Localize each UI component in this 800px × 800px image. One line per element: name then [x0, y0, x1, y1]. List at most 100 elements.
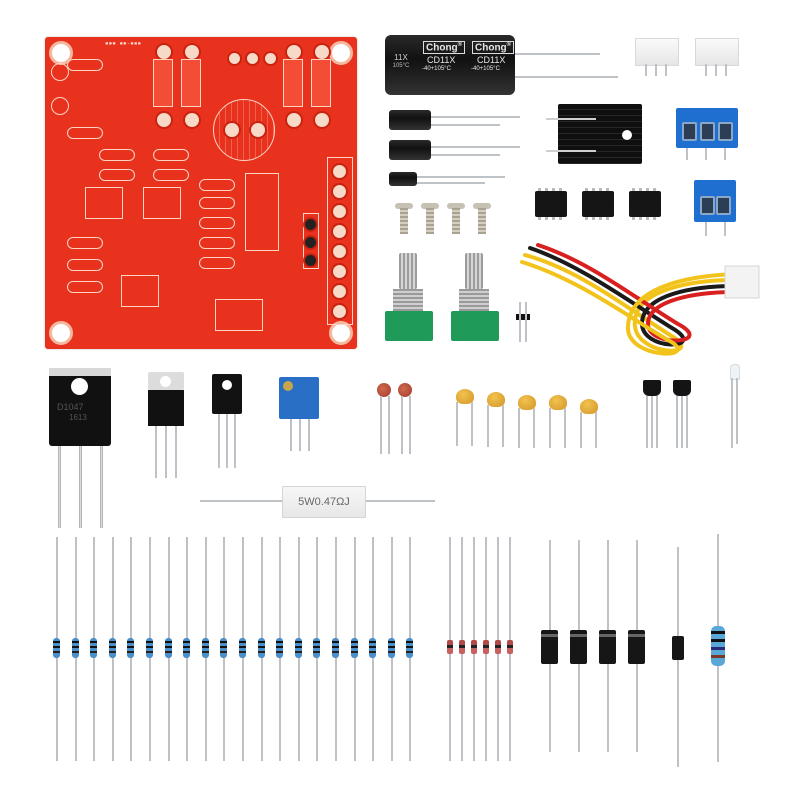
- transistor-leg: [175, 426, 177, 478]
- pad: [331, 303, 348, 320]
- metal-film-resistor: [108, 638, 116, 658]
- mounting-hole: [222, 380, 232, 390]
- dip8-ic: [582, 188, 614, 220]
- to92-transistor: [643, 380, 661, 396]
- metal-film-resistor: [313, 638, 321, 658]
- small-diode: [672, 636, 684, 660]
- pin: [299, 419, 301, 451]
- metal-film-resistor: [257, 638, 265, 658]
- silkscreen: [153, 169, 189, 181]
- potentiometer-body: [451, 311, 499, 341]
- pad: [331, 283, 348, 300]
- metal-film-resistor: [146, 638, 153, 658]
- ceramic-capacitor: [377, 383, 391, 397]
- silkscreen: [67, 127, 103, 139]
- pad: [331, 223, 348, 240]
- screw: [478, 208, 486, 234]
- monolithic-capacitor: [487, 392, 505, 407]
- zener-diode: [495, 640, 501, 654]
- capacitor-brand-label: Chong®: [423, 41, 466, 55]
- pin: [724, 148, 726, 160]
- monolithic-capacitor: [518, 395, 536, 410]
- pad: [303, 253, 318, 268]
- silkscreen: [153, 149, 189, 161]
- transistor-leg: [686, 396, 688, 448]
- lead: [456, 402, 458, 446]
- lead: [518, 408, 520, 448]
- metal-film-resistor: [201, 638, 209, 658]
- screw: [426, 208, 434, 234]
- lead: [564, 408, 566, 448]
- silkscreen: [67, 59, 103, 71]
- metal-film-resistor: [239, 638, 246, 658]
- trimmer-potentiometer: [279, 377, 319, 419]
- screw: [400, 208, 408, 234]
- pcb-board: ▪▪▪ ▪▪-▪▪▪: [45, 37, 357, 349]
- terminal-screw: [700, 196, 715, 215]
- lead: [420, 124, 500, 126]
- pin: [724, 222, 726, 236]
- large-electrolytic-capacitor: 11X 105°C Chong® CD11X -40+105°C Chong® …: [385, 35, 515, 95]
- potentiometer-bushing: [459, 289, 489, 311]
- metal-film-resistor: [220, 638, 228, 658]
- screw-head: [447, 203, 465, 209]
- lead: [410, 182, 485, 184]
- wire-connector: [724, 265, 760, 299]
- metal-film-resistor: [90, 638, 98, 658]
- screw: [452, 208, 460, 234]
- pad: [263, 51, 278, 66]
- terminal-footprint: [327, 157, 353, 325]
- capacitor-model: CD11X: [427, 55, 456, 65]
- silkscreen: [51, 63, 69, 81]
- dip8-ic: [535, 188, 567, 220]
- screw-head: [473, 203, 491, 209]
- transistor-leg: [79, 446, 82, 528]
- pcb-silkscreen-text: ▪▪▪ ▪▪-▪▪▪: [105, 40, 142, 47]
- tab: [49, 368, 111, 376]
- pad: [285, 111, 303, 129]
- zener-diode: [447, 640, 453, 654]
- metal-film-resistor: [164, 638, 172, 658]
- lead: [420, 116, 520, 118]
- metal-film-resistor: [350, 638, 358, 658]
- mounting-hole: [160, 376, 171, 387]
- mounting-hole: [71, 378, 88, 395]
- transistor-leg: [165, 426, 167, 478]
- heatsink: [558, 104, 642, 164]
- transistor-leg: [226, 414, 228, 468]
- connector-housing: [635, 38, 679, 66]
- capacitor-lead: [500, 76, 618, 78]
- mounting-hole: [329, 321, 353, 345]
- capacitor-partial-model: 11X: [394, 53, 408, 62]
- pad: [331, 163, 348, 180]
- silkscreen: [199, 257, 235, 269]
- pin: [715, 64, 717, 76]
- silkscreen: [215, 299, 263, 331]
- screw-terminal-3pin: [676, 108, 738, 148]
- silkscreen: [181, 59, 201, 107]
- lead: [420, 154, 500, 156]
- lead: [736, 378, 738, 444]
- monolithic-capacitor: [456, 389, 474, 404]
- heatsink-pin: [546, 118, 596, 120]
- ic-footprint: [143, 187, 181, 219]
- pad: [331, 263, 348, 280]
- screw-terminal-2pin: [694, 180, 736, 222]
- to220-regulator: [148, 390, 184, 426]
- pad: [303, 217, 318, 232]
- potentiometer-body: [385, 311, 433, 341]
- zener-diode: [459, 640, 465, 654]
- small-electrolytic-capacitor: [389, 110, 431, 130]
- metal-film-resistor: [369, 638, 377, 658]
- lead: [487, 405, 489, 447]
- pad: [313, 111, 331, 129]
- rectifier-diode: [541, 630, 558, 664]
- dip8-ic: [629, 188, 661, 220]
- metal-film-resistor: [183, 638, 191, 658]
- terminal-screw: [718, 122, 733, 141]
- metal-film-resistor: [294, 638, 302, 658]
- pin: [308, 419, 310, 451]
- terminal-screw: [700, 122, 715, 141]
- potentiometer-shaft: [399, 253, 417, 289]
- small-electrolytic-capacitor: [389, 140, 431, 160]
